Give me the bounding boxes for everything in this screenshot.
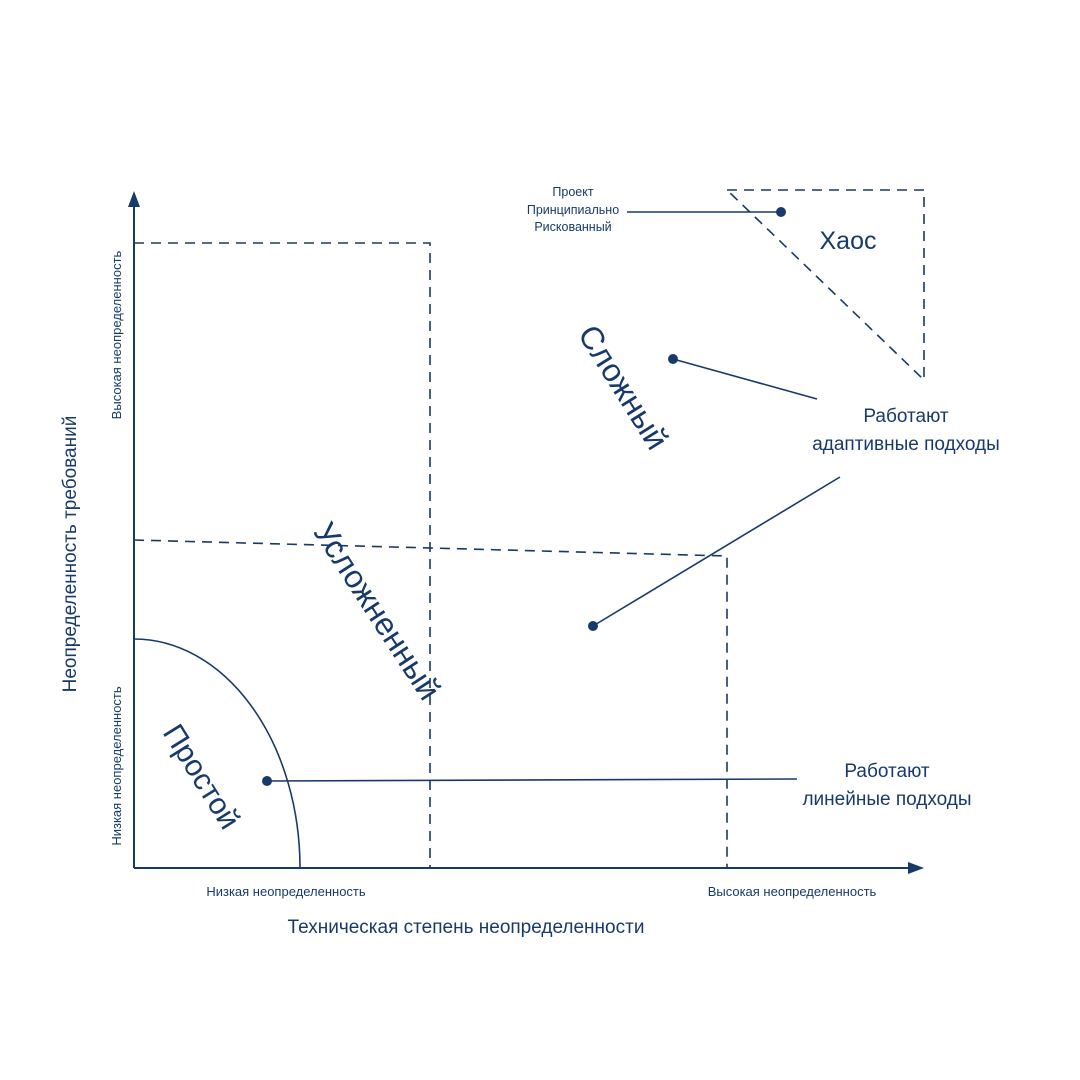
callout-linear-line1: Работают [844,761,930,782]
zone-boundaries [133,189,925,869]
complex-zone-boundary [133,539,728,868]
callout-risky-line3: Рискованный [534,220,611,234]
callout-adaptive-line1: Работают [863,406,949,427]
axes [128,191,924,874]
simple-zone-arc [133,638,301,869]
connectors [262,207,841,786]
y-axis-arrow [128,191,140,207]
x-axis-arrow [908,862,924,874]
y-axis-high-label: Высокая неопределенность [109,250,124,419]
zone-label-complicated: Усложненный [307,516,448,706]
simple-zone-dot [262,776,272,786]
callout-adaptive-line2: адаптивные подходы [812,434,1000,455]
complicated-zone-dot [588,621,598,631]
zone-label-complex: Сложный [571,318,675,455]
zone-label-chaos: Хаос [820,227,877,255]
callout-risky-line2: Принципиально [527,203,619,217]
x-axis-title: Техническая степень неопределенности [288,917,645,938]
complex-adaptive-leader [672,358,818,400]
y-axis-title: Неопределенность требований [60,416,81,693]
chaos-zone-boundary [725,189,925,382]
callout-linear-line2: линейные подходы [802,789,971,810]
complicated-zone-boundary [134,242,431,868]
complex-zone-dot [668,354,678,364]
zone-label-simple: Простой [156,719,246,836]
simple-linear-leader [266,778,798,782]
y-axis-low-label: Низкая неопределенность [109,686,124,846]
callout-risky-line1: Проект [552,185,593,199]
x-axis-high-label: Высокая неопределенность [708,884,877,899]
complicated-adaptive-leader [592,476,841,627]
x-axis-low-label: Низкая неопределенность [206,884,366,899]
risky-project-dot [776,207,786,217]
